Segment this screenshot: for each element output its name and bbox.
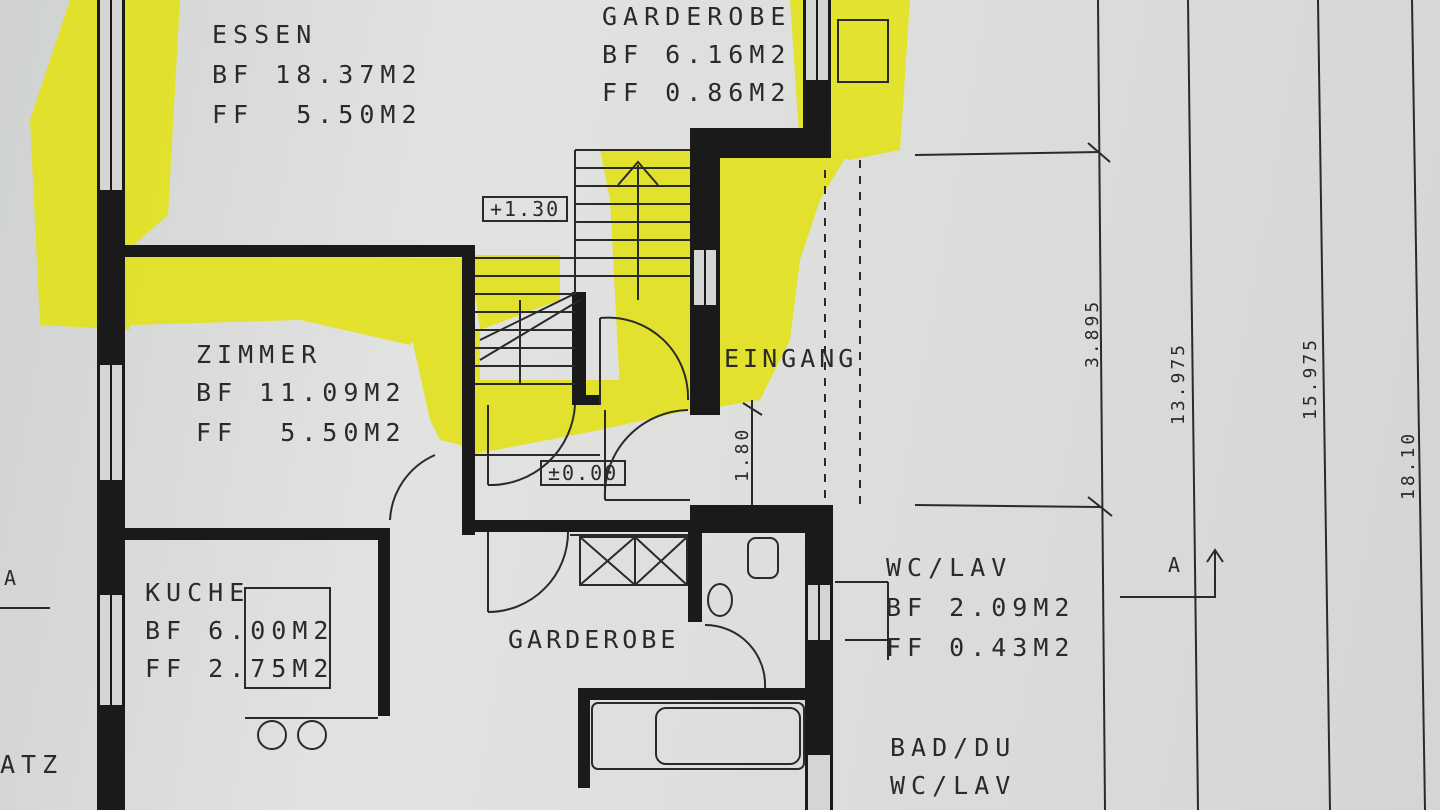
room-name-garderobe-top: GARDEROBE (602, 2, 792, 31)
room-name-wc-lav: WC/LAV (886, 553, 1013, 582)
room-name-garderobe-bottom: GARDEROBE (508, 625, 680, 654)
dimension-5: 18.10 (1398, 430, 1419, 500)
room-name-zimmer: ZIMMER (196, 340, 323, 369)
room-ff-kuche: FF 2.75M2 (145, 654, 335, 683)
room-name-bad: BAD/DU (890, 733, 1017, 762)
level-upper: +1.30 (482, 196, 569, 222)
section-marker-left: A (4, 566, 20, 590)
room-ff-essen: FF 5.50M2 (212, 100, 423, 129)
room-bf-essen: BF 18.37M2 (212, 60, 423, 89)
dimension-3: 13.975 (1168, 341, 1189, 425)
room-name-kuche: KUCHE (145, 578, 251, 607)
room-bf-kuche: BF 6.00M2 (145, 616, 335, 645)
dimension-4: 15.975 (1300, 336, 1321, 420)
level-ground: ±0.00 (540, 460, 627, 486)
window-lines (110, 0, 820, 705)
label-eingang: EINGANG (724, 344, 858, 373)
dimension-1: 1.80 (732, 426, 753, 482)
room-sub-bad: WC/LAV (890, 771, 1017, 800)
room-bf-wc-lav: BF 2.09M2 (886, 593, 1076, 622)
dimension-2: 3.895 (1082, 298, 1103, 368)
room-ff-garderobe-top: FF 0.86M2 (602, 78, 792, 107)
room-ff-wc-lav: FF 0.43M2 (886, 633, 1076, 662)
room-name-essen: ESSEN (212, 20, 318, 49)
room-bf-garderobe-top: BF 6.16M2 (602, 40, 792, 69)
label-platz: ATZ (0, 750, 64, 779)
section-marker-right: A (1168, 553, 1184, 577)
room-ff-zimmer: FF 5.50M2 (196, 418, 407, 447)
room-bf-zimmer: BF 11.09M2 (196, 378, 407, 407)
